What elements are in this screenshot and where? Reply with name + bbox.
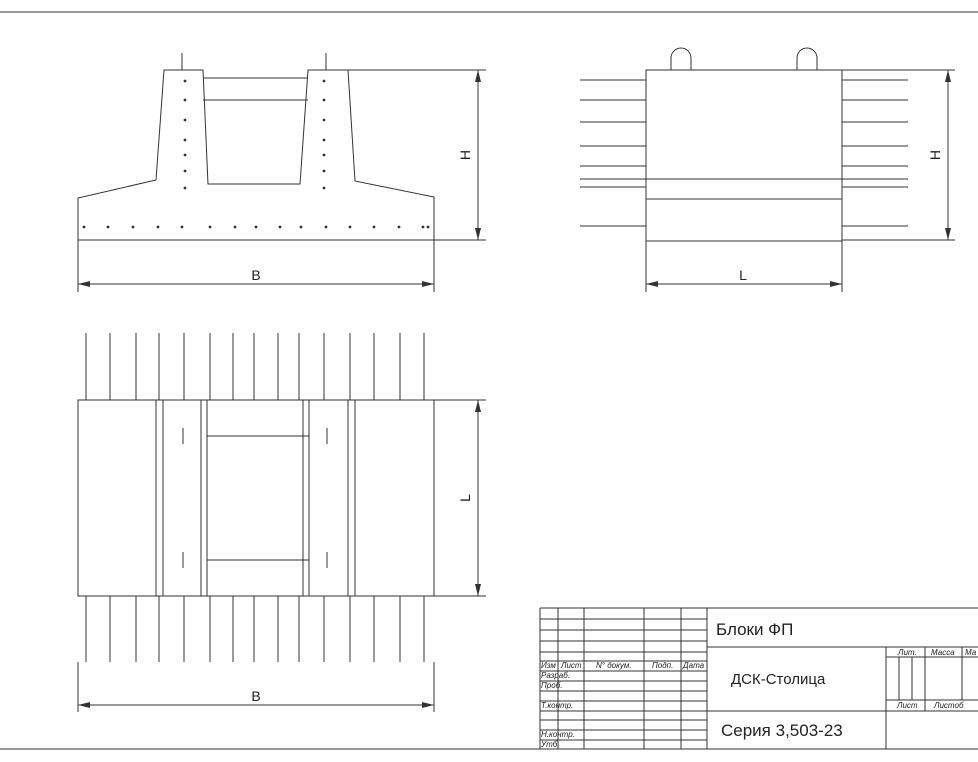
rebar-dot — [82, 225, 86, 229]
rebar-dot — [426, 225, 430, 229]
front-view-height-label: H — [457, 150, 473, 160]
rebar-dot — [322, 118, 326, 122]
side-view-loop-left — [670, 47, 692, 70]
rebar-dot — [183, 118, 187, 122]
front-view-rebar-dots — [82, 79, 430, 229]
front-view-arrows — [78, 70, 481, 287]
role-razrab: Разраб. — [541, 671, 570, 680]
rebar-dot — [421, 225, 425, 229]
rebar-dot — [183, 153, 187, 157]
header-sign: Подп. — [652, 661, 673, 670]
side-view — [580, 47, 955, 292]
rebar-dot — [324, 225, 328, 229]
rebar-dot — [156, 225, 160, 229]
header-scale: Ма — [965, 648, 977, 657]
title-block — [539, 607, 978, 749]
rebar-dot — [183, 98, 187, 102]
role-prob: Проб. — [541, 681, 562, 690]
plan-view-length-label: L — [457, 494, 473, 502]
rebar-dot — [183, 138, 187, 142]
header-doc-no: N° докум. — [596, 661, 632, 670]
header-sheets: Листоб — [933, 701, 964, 710]
rebar-dot — [254, 225, 258, 229]
rebar-dot — [183, 186, 187, 190]
header-mass: Масса — [931, 648, 955, 657]
rebar-dot — [322, 153, 326, 157]
front-view-width-label: B — [251, 267, 260, 283]
side-view-rebar-left — [580, 79, 646, 227]
header-list: Лист — [560, 661, 582, 670]
header-date: Дата — [682, 661, 705, 670]
rebar-dot — [322, 79, 326, 83]
drawing-title: Блоки ФП — [716, 620, 793, 639]
rebar-dot — [233, 225, 237, 229]
rebar-dot — [278, 225, 282, 229]
side-view-loop-right — [796, 47, 818, 70]
header-izm: Изм — [541, 661, 556, 670]
side-view-outline — [645, 69, 843, 242]
side-view-height-label: H — [927, 150, 943, 160]
rebar-dot — [106, 225, 110, 229]
header-lit: Лит. — [897, 648, 917, 657]
plan-view-width-label: B — [251, 688, 260, 704]
rebar-dot — [180, 225, 184, 229]
organization-name: ДСК-Столица — [731, 671, 826, 688]
rebar-dot — [322, 169, 326, 173]
rebar-dot — [348, 225, 352, 229]
plan-view-outline — [77, 399, 435, 597]
plan-view — [77, 333, 486, 712]
rebar-dot — [131, 225, 135, 229]
side-view-arrows — [646, 70, 951, 287]
rebar-dot — [322, 186, 326, 190]
side-view-length-label: L — [739, 267, 747, 283]
role-tkontr: Т.контр. — [541, 701, 573, 710]
role-nkontr: Н.контр. — [541, 730, 575, 739]
plan-view-arrows — [78, 400, 481, 708]
rebar-dot — [322, 98, 326, 102]
header-sheet: Лист — [896, 701, 918, 710]
front-view — [77, 53, 486, 292]
rebar-dot — [372, 225, 376, 229]
plan-view-rebars — [85, 333, 425, 662]
role-utb: Утб. — [540, 740, 560, 749]
side-view-rebar-right — [842, 79, 908, 227]
rebar-dot — [183, 79, 187, 83]
series-number: Серия 3,503-23 — [721, 721, 843, 740]
rebar-dot — [299, 225, 303, 229]
rebar-dot — [183, 169, 187, 173]
rebar-dot — [322, 138, 326, 142]
sheet-frame — [0, 11, 978, 750]
front-view-outline — [77, 69, 435, 241]
rebar-dot — [208, 225, 212, 229]
rebar-dot — [397, 225, 401, 229]
